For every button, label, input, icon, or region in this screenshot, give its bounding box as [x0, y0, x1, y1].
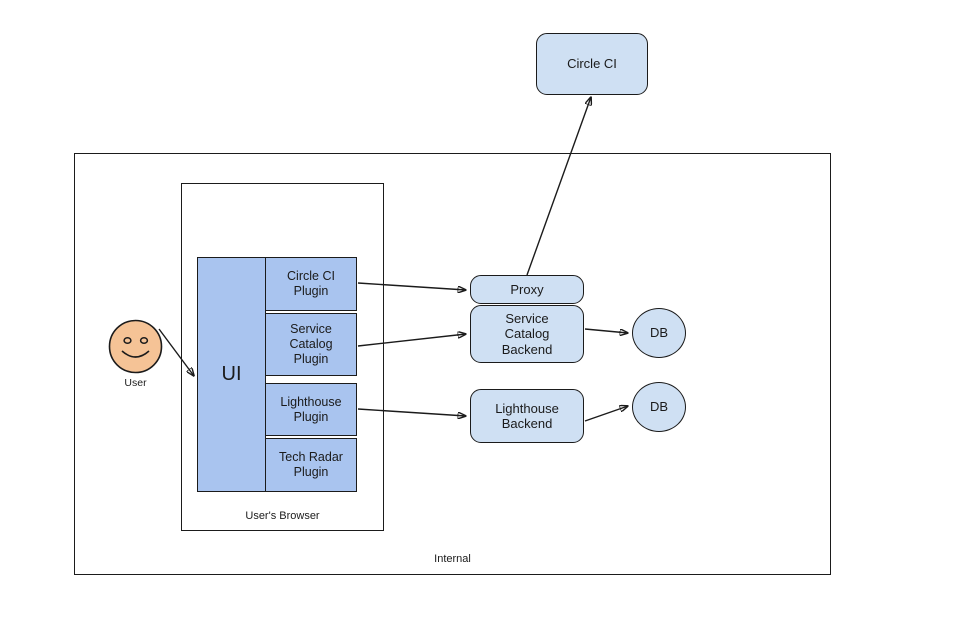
service-catalog-db-label: DB — [649, 325, 669, 341]
service-catalog-backend-label: Service Catalog Backend — [501, 311, 553, 357]
lighthouse-db-node[interactable]: DB — [632, 382, 686, 432]
lighthouse-db-label: DB — [649, 399, 669, 415]
tech-radar-plugin-label: Tech Radar Plugin — [279, 450, 343, 479]
browser-boundary — [181, 183, 384, 531]
internal-boundary — [74, 153, 831, 575]
proxy-label: Proxy — [510, 281, 544, 297]
lighthouse-plugin-label: Lighthouse Plugin — [280, 394, 342, 424]
circle-ci-plugin-block[interactable]: Circle CI Plugin — [265, 257, 357, 311]
circle-ci-plugin-label: Circle CI Plugin — [287, 269, 335, 298]
proxy-block[interactable]: Proxy — [470, 275, 584, 304]
circle-ci-label: Circle CI — [567, 56, 617, 72]
service-catalog-db-node[interactable]: DB — [632, 308, 686, 358]
internal-boundary-label: Internal — [434, 553, 471, 565]
lighthouse-backend-label: Lighthouse Backend — [495, 400, 559, 431]
lighthouse-plugin-block[interactable]: Lighthouse Plugin — [265, 383, 357, 436]
ui-block[interactable]: UI — [197, 257, 266, 492]
service-catalog-plugin-label: Service Catalog Plugin — [289, 322, 333, 366]
service-catalog-backend-block[interactable]: Service Catalog Backend — [470, 305, 584, 363]
circle-ci-block[interactable]: Circle CI — [536, 33, 648, 95]
service-catalog-plugin-block[interactable]: Service Catalog Plugin — [265, 313, 357, 376]
user-avatar[interactable] — [108, 319, 163, 374]
ui-label: UI — [221, 362, 242, 385]
tech-radar-plugin-block[interactable]: Tech Radar Plugin — [265, 438, 357, 492]
smiley-icon — [108, 319, 163, 374]
lighthouse-backend-block[interactable]: Lighthouse Backend — [470, 389, 584, 443]
browser-boundary-label: User's Browser — [245, 510, 320, 522]
user-label: User — [124, 377, 147, 389]
